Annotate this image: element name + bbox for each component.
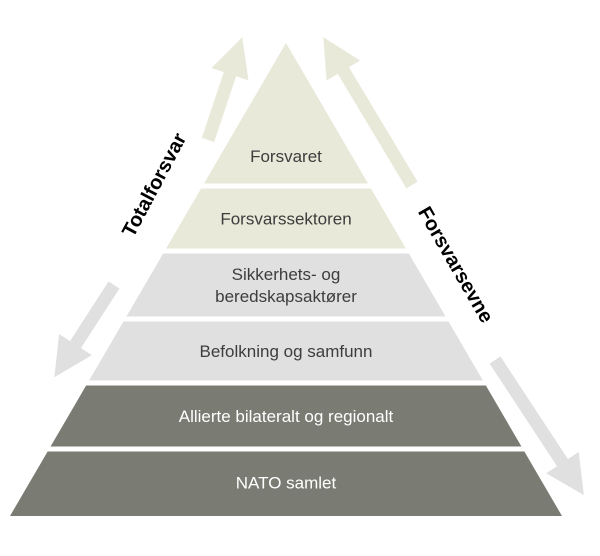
right-arrow-down (489, 356, 584, 496)
pyramid-level-label: NATO samlet (236, 474, 337, 493)
left-arrow-up (201, 37, 249, 143)
pyramid-level-label: Sikkerhets- og (232, 265, 341, 284)
pyramid-level-5 (50, 385, 522, 447)
pyramid-level-label: Forsvarssektoren (220, 210, 351, 229)
pyramid-level-3 (126, 253, 446, 317)
right-arrow-up (323, 37, 418, 189)
pyramid-level-label: Befolkning og samfunn (200, 342, 373, 361)
pyramid-level-label: beredskapsaktører (215, 287, 357, 306)
pyramid-level-4 (89, 321, 483, 381)
left-arrow-down (54, 281, 120, 378)
left-arrow-label: Totalforsvar (118, 129, 191, 240)
pyramid-level-label: Allierte bilateralt og regionalt (179, 407, 394, 426)
pyramid-level-label: Forsvaret (250, 147, 322, 166)
pyramid-level-6 (10, 451, 562, 516)
pyramid-level-1 (204, 43, 368, 184)
pyramid-level-2 (166, 188, 406, 249)
